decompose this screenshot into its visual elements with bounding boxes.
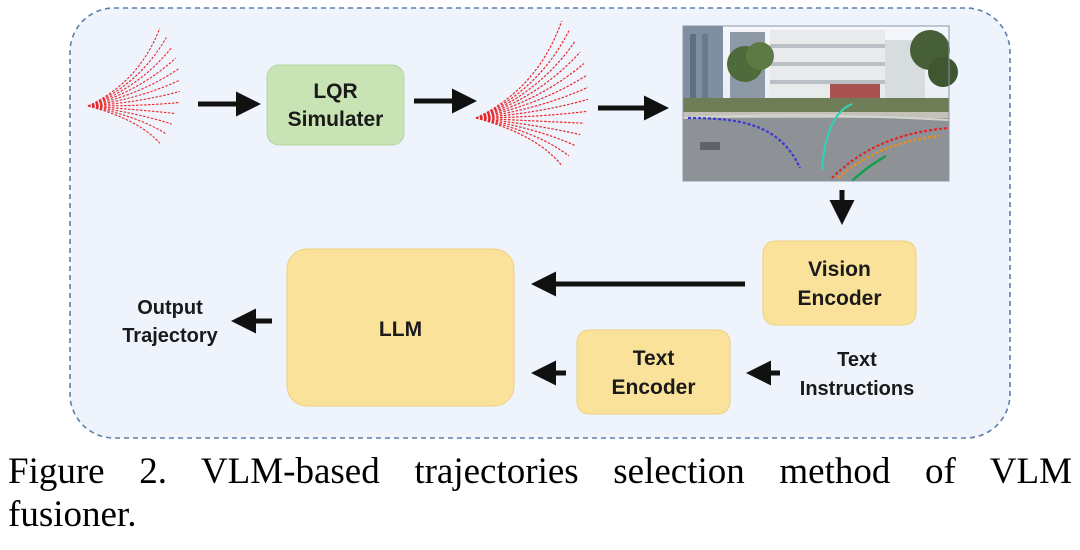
trajectory-fan-output-icon (475, 21, 589, 166)
street-scene-image (682, 25, 958, 182)
caption-line2: fusioner. (8, 494, 137, 535)
llm-block: LLM (286, 248, 515, 407)
lqr-label-line1: LQR (313, 80, 357, 103)
lqr-simulater-block: LQR Simulater (266, 64, 405, 146)
llm-label: LLM (379, 318, 422, 341)
text-encoder-label-line2: Encoder (611, 376, 695, 399)
vision-encoder-block: Vision Encoder (762, 240, 917, 326)
output-label-line2: Trajectory (122, 325, 218, 347)
text-encoder-label-line1: Text (633, 347, 675, 370)
text-instructions-line2: Instructions (800, 378, 914, 400)
vision-label-line2: Encoder (797, 287, 881, 310)
figure-caption: Figure 2. VLM-based trajectories selecti… (8, 450, 1072, 536)
text-instructions-line1: Text (837, 349, 877, 371)
caption-line1: Figure 2. VLM-based trajectories selecti… (8, 451, 1072, 492)
text-encoder-block: Text Encoder (576, 329, 731, 415)
trajectory-fan-input-icon (87, 28, 181, 144)
output-label-line1: Output (137, 297, 203, 319)
lqr-label-line2: Simulater (288, 108, 384, 131)
vision-label-line1: Vision (808, 258, 871, 281)
pipeline-diagram: LQR Simulater (69, 7, 1011, 439)
